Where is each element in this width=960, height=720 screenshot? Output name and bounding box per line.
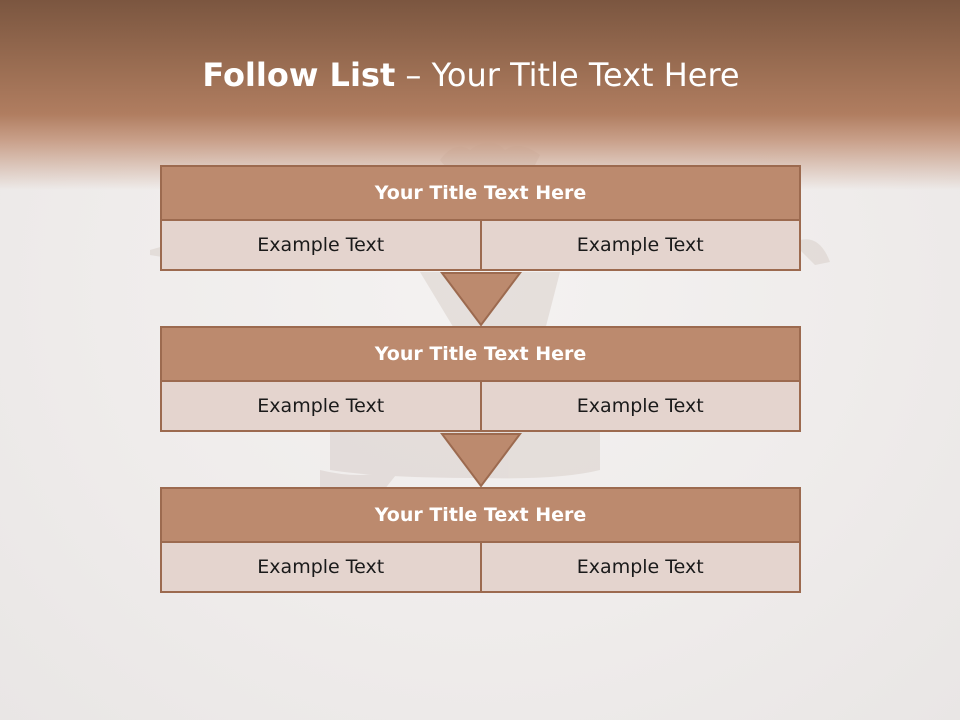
step-block-cell-right: Example Text bbox=[481, 543, 801, 593]
step-block-cell-right: Example Text bbox=[481, 221, 801, 271]
step-block-cell-left: Example Text bbox=[160, 543, 482, 593]
slide-title: Follow List – Your Title Text Here bbox=[0, 56, 942, 94]
step-block-row: Example Text Example Text bbox=[160, 221, 801, 271]
header-band bbox=[0, 0, 960, 190]
down-arrow-icon bbox=[440, 272, 522, 327]
step-block-title: Your Title Text Here bbox=[160, 326, 801, 382]
step-block-2: Your Title Text Here Example Text Exampl… bbox=[160, 326, 801, 432]
step-block-title: Your Title Text Here bbox=[160, 165, 801, 221]
step-block-row: Example Text Example Text bbox=[160, 382, 801, 432]
step-block-1: Your Title Text Here Example Text Exampl… bbox=[160, 165, 801, 271]
down-arrow-icon bbox=[440, 433, 522, 488]
step-block-cell-left: Example Text bbox=[160, 382, 482, 432]
slide-title-rest: – Your Title Text Here bbox=[395, 56, 740, 94]
step-block-row: Example Text Example Text bbox=[160, 543, 801, 593]
step-block-cell-left: Example Text bbox=[160, 221, 482, 271]
step-block-title: Your Title Text Here bbox=[160, 487, 801, 543]
slide-title-lead: Follow List bbox=[202, 56, 396, 94]
step-block-cell-right: Example Text bbox=[481, 382, 801, 432]
step-block-3: Your Title Text Here Example Text Exampl… bbox=[160, 487, 801, 593]
